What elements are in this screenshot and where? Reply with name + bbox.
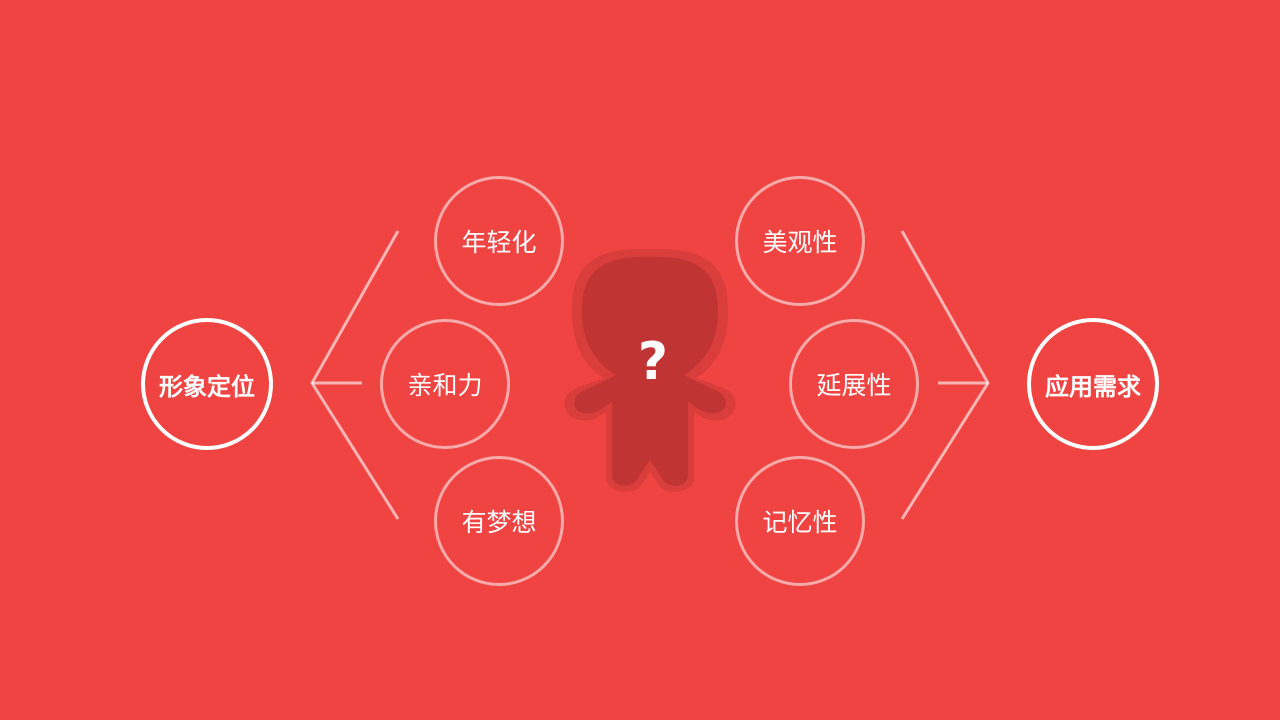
attribute-circle-affinity: 亲和力: [380, 319, 510, 449]
image-positioning-circle: 形象定位: [141, 318, 273, 450]
attribute-circle-extensibility: 延展性: [789, 319, 919, 449]
attribute-circle-dreams: 有梦想: [434, 456, 564, 586]
attribute-circle-memorability: 记忆性: [735, 456, 865, 586]
mascot-body: [574, 257, 726, 486]
mascot-figure: [564, 249, 736, 492]
question-mark: ?: [637, 332, 669, 392]
application-needs-circle: 应用需求: [1027, 318, 1159, 450]
attribute-circle-aesthetics: 美观性: [735, 176, 865, 306]
attribute-circle-youthful: 年轻化: [434, 176, 564, 306]
